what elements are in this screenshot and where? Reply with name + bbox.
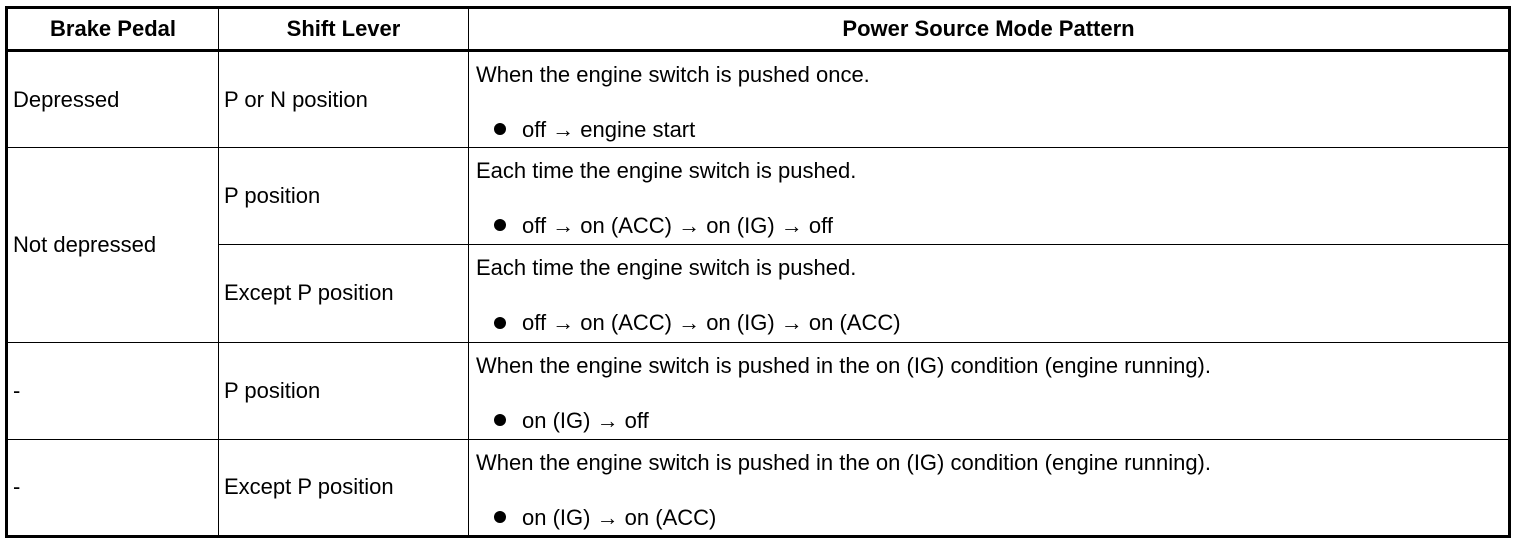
pattern-condition: Each time the engine switch is pushed. — [476, 158, 857, 184]
pattern-sequence: on (IG) → on (ACC) — [522, 504, 717, 530]
brake-pedal-cell: Not depressed — [6, 147, 219, 343]
header-shift-lever: Shift Lever — [218, 7, 469, 52]
header-brake-pedal: Brake Pedal — [6, 7, 219, 52]
pattern-condition: When the engine switch is pushed once. — [476, 62, 870, 87]
table-row: Except P position Each time the engine s… — [7, 244, 1510, 343]
pattern-sequence-item: off → on (ACC) → on (IG) → on (ACC) — [494, 310, 1508, 336]
pattern-condition: When the engine switch is pushed in the … — [476, 352, 1211, 378]
shift-lever-cell: P or N position — [218, 49, 469, 149]
pattern-condition: Each time the engine switch is pushed. — [476, 255, 857, 281]
bullet-dot-icon — [494, 123, 506, 136]
bullet-dot-icon — [494, 510, 506, 523]
bullet-dot-icon — [494, 219, 506, 232]
pattern-cell: When the engine switch is pushed in the … — [468, 438, 1510, 538]
shift-lever-cell: Except P position — [218, 438, 469, 538]
table-row: Depressed P or N position When the engin… — [6, 49, 1510, 149]
brake-pedal-cell: - — [6, 438, 219, 538]
header-pattern: Power Source Mode Pattern — [468, 7, 1510, 52]
pattern-sequence: off → on (ACC) → on (IG) → off — [522, 213, 833, 239]
table-header-row: Brake Pedal Shift Lever Power Source Mod… — [6, 7, 1510, 52]
brake-pedal-cell: - — [6, 341, 219, 440]
pattern-sequence-item: on (IG) → on (ACC) — [494, 505, 1508, 531]
pattern-cell: Each time the engine switch is pushed. o… — [468, 244, 1510, 343]
pattern-sequence-item: off → engine start — [494, 117, 1508, 143]
brake-pedal-cell: Depressed — [6, 49, 219, 149]
bullet-dot-icon — [494, 413, 506, 426]
table-row: - P position When the engine switch is p… — [6, 341, 1510, 440]
pattern-sequence: off → engine start — [522, 117, 696, 142]
pattern-cell: Each time the engine switch is pushed. o… — [468, 147, 1510, 246]
table-row: - Except P position When the engine swit… — [6, 438, 1510, 538]
pattern-cell: When the engine switch is pushed once. o… — [468, 49, 1510, 149]
bullet-dot-icon — [494, 316, 506, 329]
pattern-sequence: off → on (ACC) → on (IG) → on (ACC) — [522, 310, 901, 336]
pattern-sequence-item: on (IG) → off — [494, 408, 1508, 434]
pattern-sequence-item: off → on (ACC) → on (IG) → off — [494, 213, 1508, 239]
pattern-sequence: on (IG) → off — [522, 407, 649, 433]
pattern-condition: When the engine switch is pushed in the … — [476, 449, 1211, 475]
shift-lever-cell: P position — [218, 147, 469, 246]
shift-lever-cell: P position — [218, 341, 469, 440]
shift-lever-cell: Except P position — [218, 244, 469, 343]
table-row: Not depressed P position Each time the e… — [6, 147, 1510, 343]
pattern-cell: When the engine switch is pushed in the … — [468, 341, 1510, 440]
power-source-mode-table: Brake Pedal Shift Lever Power Source Mod… — [5, 6, 1511, 538]
